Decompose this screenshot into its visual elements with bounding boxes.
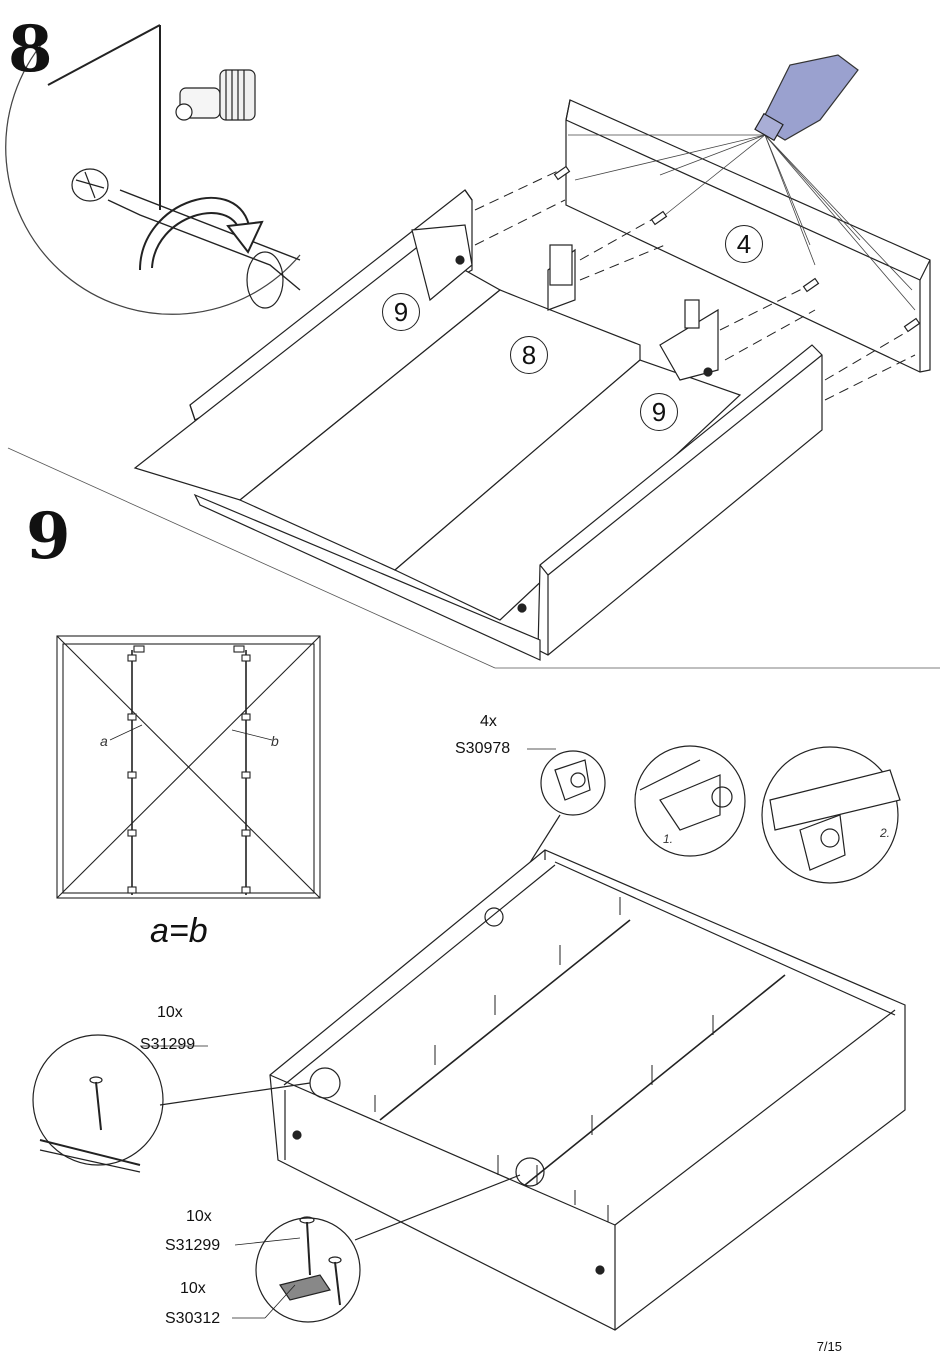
part-callout-back: 4 [725, 225, 763, 263]
diagonal-equation: a=b [150, 912, 208, 950]
step-number-8: 8 [8, 12, 53, 87]
nail-top-quantity: 10x [157, 1004, 183, 1021]
step-separator [7, 447, 940, 669]
clip-detail-circle [255, 1174, 521, 1323]
bracket-substep-2: 2. [880, 826, 891, 840]
diagonal-label-a: a [100, 733, 108, 749]
drawer-assembly-step9 [269, 849, 906, 1331]
page-number: 7/15 [816, 1339, 842, 1354]
clip-quantity: 10x [180, 1280, 206, 1297]
part-callout-left: 9 [382, 293, 420, 331]
nail-bottom-quantity: 10x [186, 1208, 212, 1225]
step-number-9: 9 [26, 499, 71, 574]
clip-part-code: S30312 [165, 1310, 221, 1327]
bracket-part-code: S30978 [455, 740, 511, 757]
bracket-quantity: 4x [480, 713, 497, 730]
part-callout-right: 9 [640, 393, 678, 431]
diagonal-label-b: b [271, 733, 279, 749]
part-callout-center: 8 [510, 336, 548, 374]
bracket-substep-1: 1. [663, 832, 674, 846]
diagonal-check-diagram [56, 635, 321, 899]
label-leaders [140, 748, 556, 1319]
nail-detail-circle [32, 1034, 311, 1173]
nail-top-part-code: S31299 [140, 1036, 196, 1053]
screw-detail-circle [5, 24, 301, 315]
nail-bottom-part-code: S31299 [165, 1237, 221, 1254]
